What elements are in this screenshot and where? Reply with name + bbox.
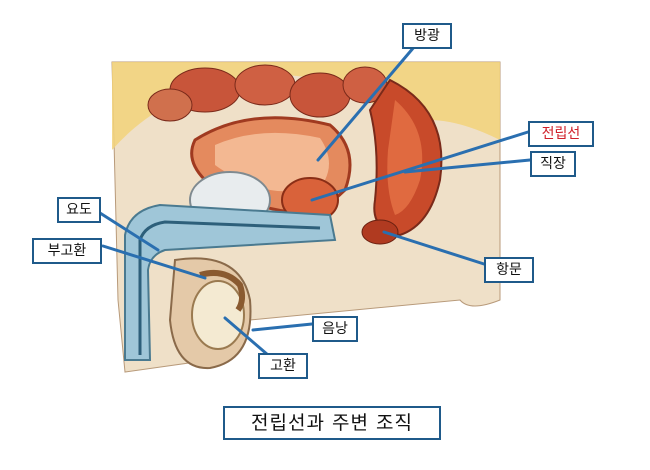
label-epididymis: 부고환	[32, 238, 102, 264]
label-testis: 고환	[258, 353, 308, 379]
pointer-testis	[223, 316, 270, 357]
label-rectum: 직장	[530, 151, 576, 177]
pointer-bladder	[316, 38, 422, 162]
intestines	[147, 64, 388, 122]
label-scrotum: 음낭	[312, 316, 358, 342]
testis-shape	[191, 280, 245, 350]
anus-shape	[361, 219, 399, 245]
label-urethra: 요도	[57, 197, 101, 223]
pointer-prostate	[310, 130, 530, 202]
penis-shape	[124, 203, 337, 361]
epididymis-shape	[199, 270, 246, 312]
pointer-anus	[382, 230, 486, 266]
label-anus: 항문	[484, 257, 534, 283]
pointer-rectum	[403, 158, 532, 174]
label-prostate: 전립선	[528, 121, 594, 147]
pointer-scrotum	[251, 322, 314, 332]
pointer-urethra	[98, 211, 160, 252]
label-bladder: 방광	[402, 23, 452, 49]
diagram-caption: 전립선과 주변 조직	[223, 406, 441, 440]
rectum-inner	[387, 100, 423, 215]
pointer-epididymis	[101, 244, 207, 280]
pointer-lines	[98, 38, 532, 357]
